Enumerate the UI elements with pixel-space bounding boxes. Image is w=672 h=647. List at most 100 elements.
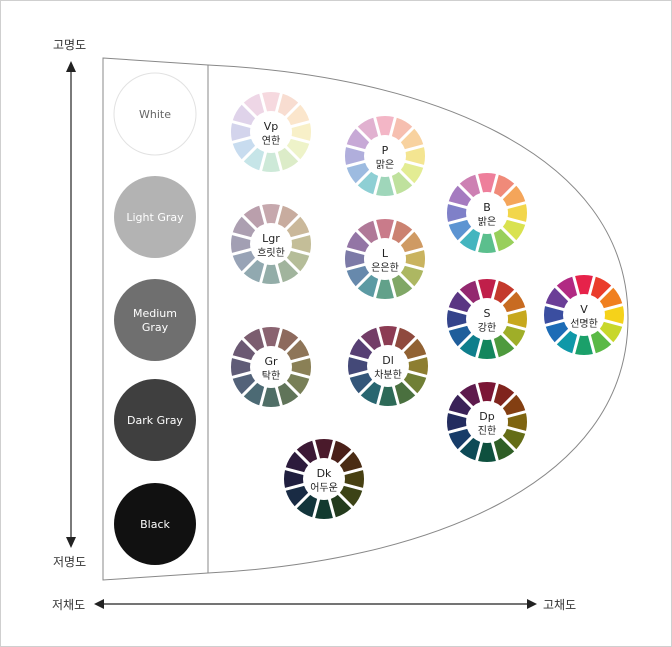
tone-name: 맑은 xyxy=(376,159,394,171)
neutral-circle: Black xyxy=(114,483,196,565)
tone-code: Vp xyxy=(264,120,279,133)
hue-segment xyxy=(330,440,352,464)
hue-segment xyxy=(448,394,472,416)
tone-name: 흐릿한 xyxy=(257,247,285,259)
hue-segment xyxy=(349,372,373,394)
tone-wheel-s: S강한 xyxy=(446,278,528,360)
neutral-label: Black xyxy=(140,518,170,531)
high-lightness-label: 고명도 xyxy=(53,38,87,52)
tone-name: 선명한 xyxy=(570,318,598,330)
hue-segment xyxy=(230,123,251,141)
neutral-swatch xyxy=(114,279,196,361)
neutral-swatch xyxy=(114,379,196,461)
hue-segment xyxy=(344,470,365,488)
hue-segment xyxy=(232,138,256,160)
neutral-circle: Dark Gray xyxy=(114,379,196,461)
tone-code: Dp xyxy=(479,410,494,423)
hue-segment xyxy=(543,306,564,324)
hue-segment xyxy=(262,91,280,112)
hue-segment xyxy=(346,128,370,150)
arrow-right-icon xyxy=(527,599,537,609)
hue-segment xyxy=(575,335,593,356)
hue-segment xyxy=(262,203,280,224)
hue-segment xyxy=(243,259,265,283)
hue-segment xyxy=(493,334,515,358)
hue-segment xyxy=(405,250,426,268)
hue-segment xyxy=(243,382,265,406)
hue-segment xyxy=(286,104,310,126)
hue-segment xyxy=(376,279,394,300)
arrow-left-icon xyxy=(94,599,104,609)
hue-segment xyxy=(448,428,472,450)
hue-segment xyxy=(232,104,256,126)
tone-name: 차분한 xyxy=(374,369,402,381)
tone-code: Dl xyxy=(382,354,394,367)
hue-segment xyxy=(448,291,472,313)
tone-code: B xyxy=(483,201,491,214)
hue-segment xyxy=(232,373,256,395)
hue-segment xyxy=(376,115,394,136)
hue-segment xyxy=(339,451,363,473)
hue-segment xyxy=(346,231,370,253)
hue-segment xyxy=(394,327,416,351)
hue-segment xyxy=(400,265,424,287)
hue-segment xyxy=(448,219,472,241)
hue-segment xyxy=(232,216,256,238)
hue-segment xyxy=(262,152,280,173)
hue-segment xyxy=(277,147,299,171)
hue-segment xyxy=(459,383,481,407)
hue-segment xyxy=(357,220,379,244)
hue-segment xyxy=(315,499,333,520)
hue-segment xyxy=(277,328,299,352)
hue-segment xyxy=(357,274,379,298)
hue-segment xyxy=(291,235,312,253)
hue-segment xyxy=(277,93,299,117)
hue-segment xyxy=(230,235,251,253)
low-chroma-label: 저채도 xyxy=(52,598,86,612)
hue-segment xyxy=(347,357,368,375)
tone-wheel-dl: Dl 차분한 xyxy=(347,325,429,407)
hue-segment xyxy=(286,339,310,361)
hue-segment xyxy=(376,218,394,239)
hue-segment xyxy=(243,328,265,352)
hue-segment xyxy=(391,117,413,141)
tone-code: L xyxy=(382,247,389,260)
hue-segment xyxy=(232,339,256,361)
low-lightness-label: 저명도 xyxy=(53,555,87,569)
hue-segment xyxy=(502,428,526,450)
hue-segment xyxy=(391,274,413,298)
hue-segment xyxy=(400,128,424,150)
hue-segment xyxy=(400,162,424,184)
hue-segment xyxy=(391,220,413,244)
tone-code: P xyxy=(382,144,389,157)
hue-segment xyxy=(493,280,515,304)
hue-segment xyxy=(360,381,382,405)
hue-segment xyxy=(360,327,382,351)
tone-code: Dk xyxy=(317,467,332,480)
hue-segment xyxy=(403,372,427,394)
hue-segment xyxy=(349,338,373,360)
hue-segment xyxy=(405,147,426,165)
tone-code: Lgr xyxy=(262,232,280,245)
hue-segment xyxy=(545,287,569,309)
hue-segment xyxy=(502,219,526,241)
hue-segment xyxy=(230,358,251,376)
hue-segment xyxy=(291,123,312,141)
hue-segment xyxy=(507,204,528,222)
neutral-swatch xyxy=(114,483,196,565)
hue-segment xyxy=(286,216,310,238)
neutral-label: Light Gray xyxy=(126,211,184,224)
neutral-label: Dark Gray xyxy=(127,414,183,427)
hue-segment xyxy=(243,205,265,229)
hue-segment xyxy=(507,310,528,328)
arrow-down-icon xyxy=(66,537,76,548)
hue-segment xyxy=(379,386,397,407)
hue-segment xyxy=(502,291,526,313)
hue-segment xyxy=(344,250,365,268)
